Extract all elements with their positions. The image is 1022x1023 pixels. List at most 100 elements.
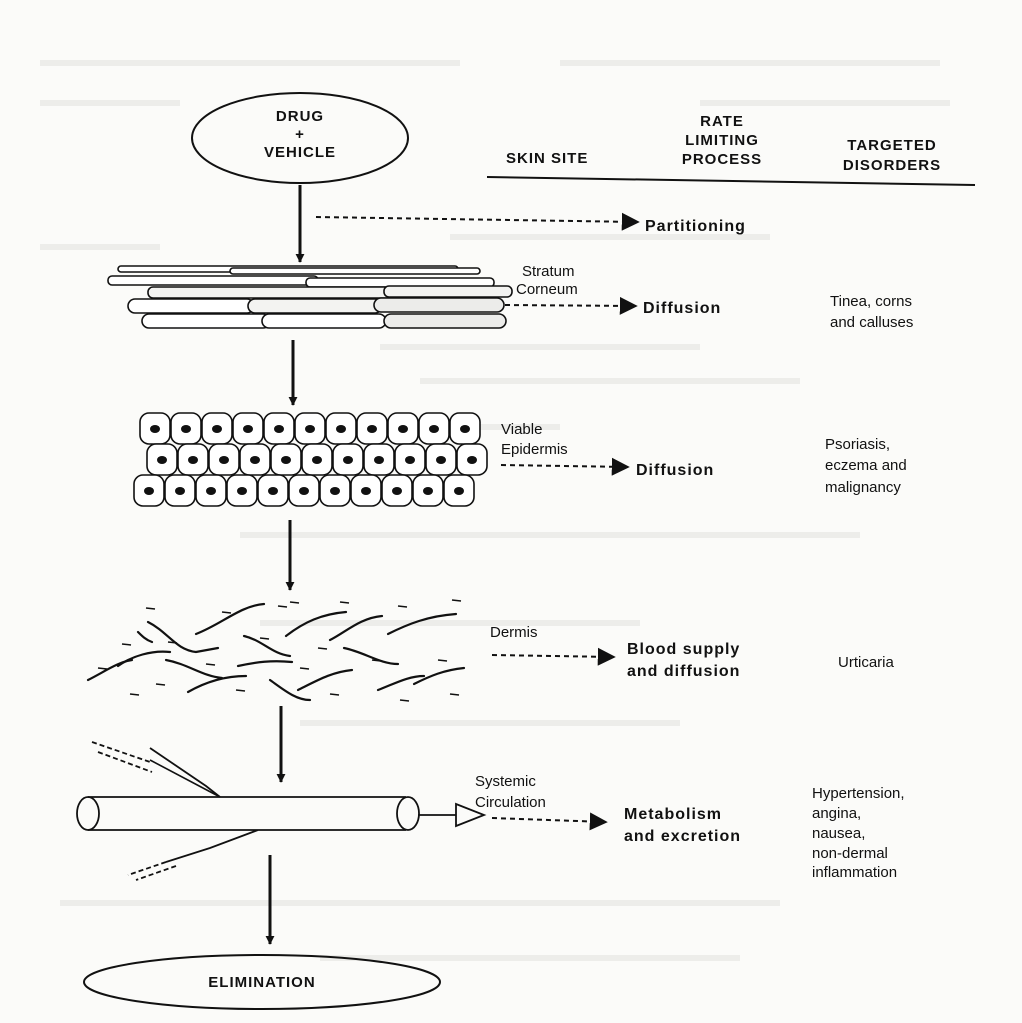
dermis-dash (168, 642, 177, 643)
process-label: Blood supply (627, 641, 740, 658)
site-label: Circulation (475, 794, 546, 811)
epidermal-cell (382, 475, 412, 506)
collagen-fiber (88, 660, 132, 680)
disorder-label: non-dermal (812, 845, 888, 862)
disorder-label: Hypertension, (812, 785, 905, 802)
header-disorders-line-2: DISORDERS (843, 157, 941, 174)
stratum-corneum-illustration (108, 266, 512, 328)
dermis-dash (98, 668, 107, 669)
epidermal-cell (320, 475, 350, 506)
disorder-label: angina, (812, 805, 861, 822)
drug-label: DRUG (276, 108, 324, 125)
collagen-fiber (270, 680, 310, 700)
dermis-dash (122, 644, 131, 645)
dermis-dash (146, 608, 155, 609)
process-label: Diffusion (636, 462, 714, 479)
elimination-node: ELIMINATION (84, 955, 440, 1009)
epidermal-cell (364, 444, 394, 475)
stage-viable-epidermis: Viable Epidermis Diffusion Psoriasis, ec… (501, 421, 907, 496)
dermis-dash (290, 602, 299, 603)
epidermal-cell (444, 475, 474, 506)
collagen-fiber (138, 632, 152, 642)
stage-systemic-circulation: Systemic Circulation Metabolism and excr… (475, 773, 905, 881)
stage-stratum-corneum: Stratum Corneum Diffusion Tinea, corns a… (505, 263, 913, 331)
site-label: Stratum (522, 263, 575, 280)
collagen-fiber (118, 652, 170, 666)
epidermal-cell (140, 413, 170, 444)
epidermal-cell (295, 413, 325, 444)
collagen-fiber (148, 622, 218, 652)
header-rate-line-1: RATE (700, 113, 744, 130)
epidermal-cell (388, 413, 418, 444)
epidermal-cell (289, 475, 319, 506)
epidermal-cell (351, 475, 381, 506)
dermis-dash (372, 660, 381, 661)
epidermal-cell (134, 475, 164, 506)
epidermal-cell (302, 444, 332, 475)
disorder-label: Tinea, corns (830, 293, 912, 310)
epidermal-cell (178, 444, 208, 475)
dermis-dash (452, 600, 461, 601)
header-disorders-line-1: TARGETED (847, 137, 936, 154)
column-headers: SKIN SITE RATE LIMITING PROCESS TARGETED… (487, 113, 975, 185)
epidermal-cell (227, 475, 257, 506)
dermis-dash (330, 694, 339, 695)
dermis-dash (318, 648, 327, 649)
epidermal-cell (395, 444, 425, 475)
epidermal-cell (258, 475, 288, 506)
disorder-label: eczema and (825, 457, 907, 474)
drug-vehicle-node: DRUG + VEHICLE (192, 93, 408, 183)
epidermal-cell (147, 444, 177, 475)
collagen-fiber (196, 604, 264, 634)
disorder-label: and calluses (830, 314, 913, 331)
process-label: Metabolism (624, 806, 722, 823)
site-label: Epidermis (501, 441, 568, 458)
viable-epidermis-illustration (134, 413, 487, 506)
process-label: and diffusion (627, 663, 740, 680)
site-label: Dermis (490, 624, 538, 641)
disorder-label: inflammation (812, 864, 897, 881)
dermis-illustration (88, 600, 464, 701)
epidermal-cell (457, 444, 487, 475)
site-label: Viable (501, 421, 542, 438)
site-label: Systemic (475, 773, 536, 790)
epidermal-cell (357, 413, 387, 444)
plus-label: + (295, 126, 305, 143)
collagen-fiber (298, 670, 352, 690)
dermis-dash (260, 638, 269, 639)
header-rate-line-2: LIMITING (685, 132, 759, 149)
disorder-label: nausea, (812, 825, 865, 842)
epidermal-cell (264, 413, 294, 444)
dermis-dash (222, 612, 231, 613)
epidermal-cell (271, 444, 301, 475)
circulation-dashed-arrow (492, 818, 606, 822)
partitioning-row: Partitioning (316, 217, 746, 235)
epidermal-cell (413, 475, 443, 506)
dermis-dash (156, 684, 165, 685)
partitioning-label: Partitioning (645, 218, 746, 235)
epidermal-cell (450, 413, 480, 444)
partitioning-dashed-arrow (316, 217, 638, 222)
dermis-dash (236, 690, 245, 691)
collagen-fiber (344, 648, 398, 664)
epidermal-cell (209, 444, 239, 475)
dermis-dash (130, 694, 139, 695)
epidermal-cell (333, 444, 363, 475)
header-rate-line-3: PROCESS (682, 151, 762, 168)
dermis-dash (450, 694, 459, 695)
epidermal-cell (165, 475, 195, 506)
dermis-dash (438, 660, 447, 661)
disorder-label: Psoriasis, (825, 436, 890, 453)
epidermal-cell (171, 413, 201, 444)
dermis-dash (340, 602, 349, 603)
collagen-fiber (330, 616, 382, 640)
epidermal-cell (419, 413, 449, 444)
process-label: Diffusion (643, 300, 721, 317)
epidermal-cell (233, 413, 263, 444)
process-label: and excretion (624, 828, 741, 845)
dermis-dash (398, 606, 407, 607)
disorder-label: Urticaria (838, 654, 894, 671)
collagen-fiber (166, 660, 222, 678)
